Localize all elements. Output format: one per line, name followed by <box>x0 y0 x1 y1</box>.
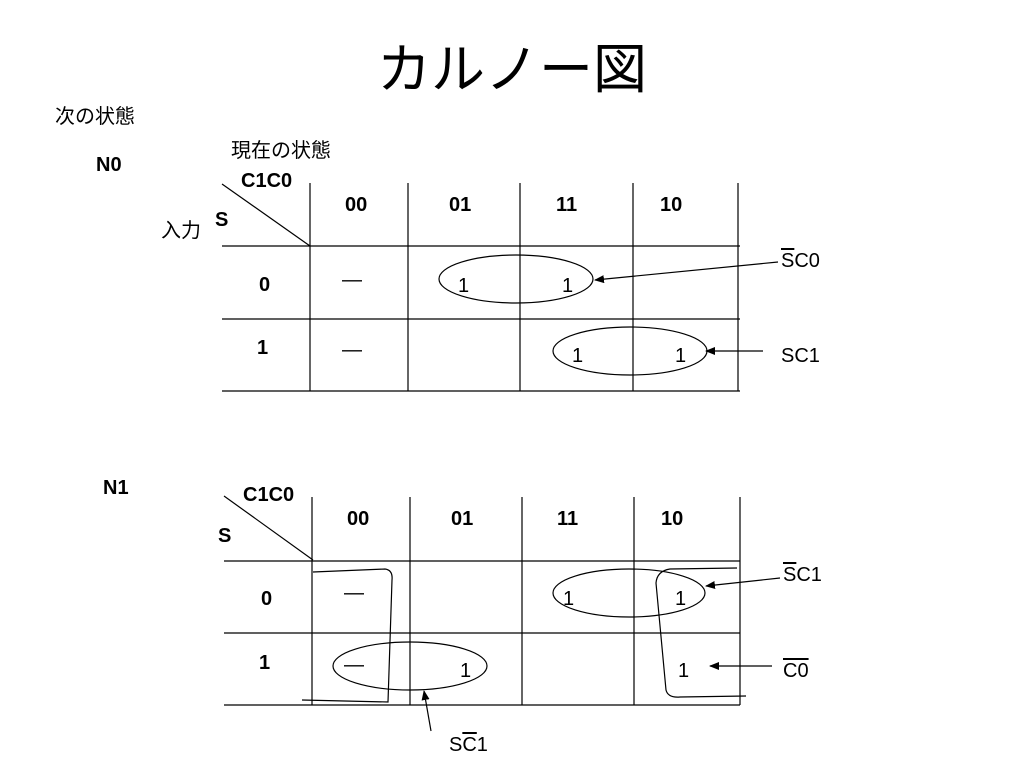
map-n0-col-header: 00 <box>345 194 368 216</box>
map-n0-cell: — <box>342 269 362 291</box>
annotation-n1-s0: SC1 <box>783 564 822 586</box>
map-n0-row-var: S <box>215 209 229 231</box>
arrow-n1-sc1 <box>421 690 432 732</box>
map-n1-cell: 1 <box>563 588 575 610</box>
annotation-n0-s1: SC1 <box>781 345 820 367</box>
map-n0-col-header: 10 <box>660 194 683 216</box>
annotation-n0-s0: SC0 <box>781 250 820 272</box>
map-n1-col-header: 01 <box>451 508 474 530</box>
loop-n1-column-10 <box>655 567 747 698</box>
map-n1-cell: 1 <box>675 588 687 610</box>
map-n0-row-header: 1 <box>257 337 269 359</box>
map-n0-cell: 1 <box>572 345 584 367</box>
page-title: カルノー図 <box>377 38 647 101</box>
input-label: 入力 <box>161 218 201 242</box>
annotation-n1-c0: C0 <box>783 660 809 682</box>
map-n0-col-header: 01 <box>449 194 472 216</box>
map-n1-row-var: S <box>218 525 232 547</box>
map-n0-row-header: 0 <box>259 274 271 296</box>
arrow-n1-s0 <box>705 577 781 590</box>
map-n1-row-header: 0 <box>261 588 273 610</box>
map-n1-col-header: 11 <box>557 508 579 530</box>
current-state-label: 現在の状態 <box>231 138 331 162</box>
map-n1-name: N1 <box>103 477 129 499</box>
map-n1-col-header: 00 <box>347 508 370 530</box>
map-n0-grid <box>221 183 740 392</box>
map-n1-cell: — <box>344 654 364 676</box>
map-n1-loops <box>301 567 747 703</box>
map-n0-col-header: 11 <box>556 194 578 216</box>
map-n0-name: N0 <box>96 154 122 176</box>
map-n1-col-var: C1C0 <box>243 484 295 506</box>
map-n0-cell: 1 <box>458 275 470 297</box>
map-n0-cell: — <box>342 339 362 361</box>
map-n1-grid <box>223 495 741 706</box>
map-n1-cell: — <box>344 582 364 604</box>
loop-n1-column-00 <box>301 568 393 703</box>
map-n1-cell: 1 <box>678 660 690 682</box>
map-n1-row-header: 1 <box>259 652 271 674</box>
next-state-label: 次の状態 <box>55 104 135 128</box>
map-n0-cell: 1 <box>675 345 687 367</box>
map-n1-col-header: 10 <box>661 508 684 530</box>
arrow-n0-s0 <box>594 261 779 284</box>
map-n0-col-var: C1C0 <box>241 170 293 192</box>
map-n1-cell: 1 <box>460 660 472 682</box>
map-n0-cell: 1 <box>562 275 574 297</box>
annotation-n1-sc1: SC1 <box>449 734 488 756</box>
